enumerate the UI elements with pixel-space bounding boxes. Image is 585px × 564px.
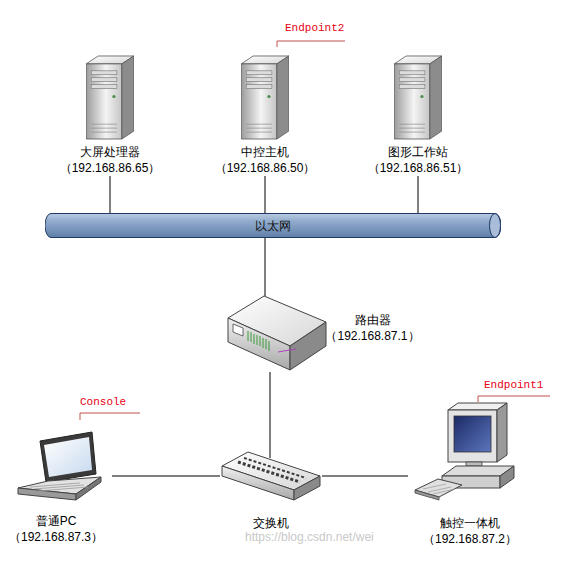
router-icon — [228, 296, 326, 370]
device-name: 普通PC — [0, 513, 112, 529]
callout-label: Endpoint1 — [484, 378, 543, 392]
laptop-icon — [44, 437, 92, 477]
callout-label: Endpoint2 — [285, 21, 344, 35]
touch-pc-icon — [500, 466, 514, 488]
ip-address: （192.168.87.2） — [408, 531, 532, 547]
server-icons — [86, 56, 441, 139]
network-link — [110, 176, 111, 213]
ip-address: （192.168.86.50） — [203, 160, 327, 176]
ethernet-bus-end — [490, 214, 501, 238]
touch-pc-icon — [497, 403, 507, 462]
server-icon — [394, 56, 441, 139]
switch-node: 交换机 — [220, 458, 322, 532]
network-link — [265, 238, 266, 296]
server-node: 大屏处理器（192.168.86.65） — [48, 56, 172, 176]
device-name: 图形工作站 — [356, 144, 480, 160]
touch-pc-icon — [415, 490, 439, 500]
device-name: 大屏处理器 — [48, 144, 172, 160]
router-node: 路由器（192.168.87.1） — [225, 296, 425, 372]
ethernet-bus-shape — [45, 214, 501, 238]
touch-pc-icon — [466, 462, 482, 466]
touch-pc-icon — [454, 416, 491, 452]
server-icon — [241, 56, 288, 139]
ip-address: （192.168.86.51） — [356, 160, 480, 176]
server-node: 图形工作站（192.168.86.51） — [356, 56, 480, 176]
ethernet-bus: 以太网 — [45, 213, 501, 238]
touch-pc-icon — [423, 484, 455, 494]
callout-label: Console — [80, 395, 126, 409]
touch-pc-icon — [448, 410, 497, 462]
switch-icon — [222, 452, 320, 500]
network-link — [322, 476, 408, 477]
laptop-icon — [40, 432, 96, 482]
laptop-icon — [30, 483, 88, 491]
laptop-icon — [18, 488, 76, 500]
laptop-icon — [18, 432, 101, 500]
device-name: 中控主机 — [203, 144, 327, 160]
laptop-icon — [76, 477, 101, 500]
callout-bracket — [80, 413, 140, 420]
network-link — [265, 176, 266, 213]
device-name: 触控一体机 — [408, 515, 532, 531]
device-name: 路由器 — [320, 312, 425, 328]
ip-address: （192.168.86.65） — [48, 160, 172, 176]
device-name: 以太网 — [255, 218, 291, 234]
server-node: 中控主机（192.168.86.50） — [203, 56, 327, 176]
router-icon — [278, 349, 296, 352]
router-icon — [290, 322, 326, 370]
watermark: https://blog.csdn.net/wei — [245, 530, 374, 544]
router-icon — [228, 318, 290, 370]
ip-address: （192.168.87.1） — [320, 328, 425, 344]
network-link — [112, 476, 220, 477]
network-link — [270, 372, 271, 458]
router-icon — [233, 324, 243, 336]
switch-icon — [244, 458, 306, 478]
laptop-node: 普通PC（192.168.87.3） — [0, 430, 112, 545]
server-icon — [86, 56, 133, 139]
device-name: 交换机 — [220, 515, 322, 531]
callout-bracket — [277, 41, 345, 47]
network-link — [418, 176, 419, 213]
switch-icon — [238, 462, 300, 482]
router-icon — [248, 331, 269, 351]
callout-bracket — [478, 396, 550, 402]
touch-pc-node: 触控一体机（192.168.87.2） — [408, 398, 532, 548]
touch-pc-icon — [415, 403, 514, 500]
ip-address: （192.168.87.3） — [0, 529, 112, 545]
switch-icon — [294, 476, 320, 500]
